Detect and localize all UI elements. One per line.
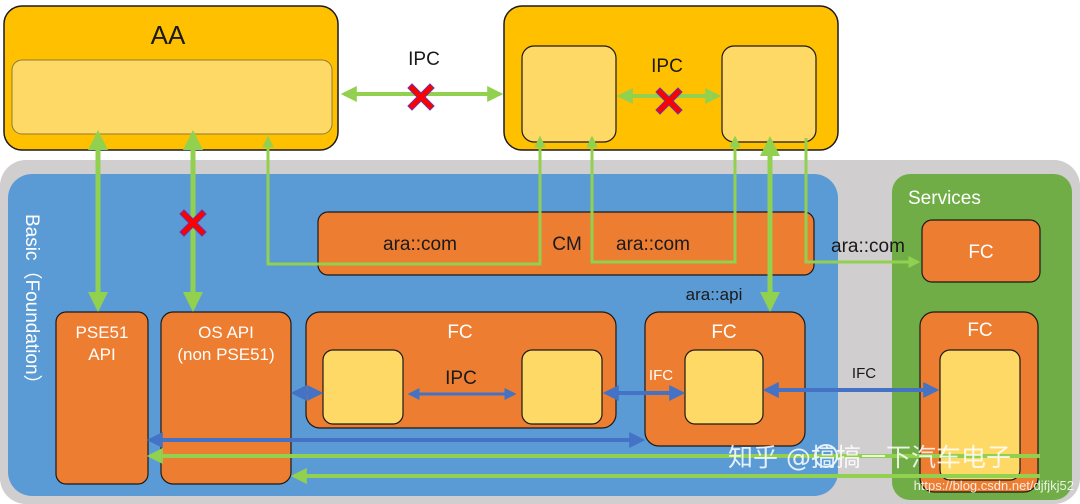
services-fc-top <box>921 219 1041 283</box>
services-label: Services <box>908 188 981 209</box>
os-api-label: OS API <box>198 323 254 342</box>
aa-process-box-right <box>721 45 817 143</box>
blocked-x-icon <box>655 87 683 115</box>
fc-process-left <box>322 349 404 425</box>
watermark-url: https://blog.csdn.net/djfjkj52 <box>914 478 1074 493</box>
fc-process-right <box>521 349 603 425</box>
services-fc-process <box>939 349 1021 481</box>
os-api-label-2: (non PSE51) <box>177 345 274 364</box>
ara-com-label-left: ara::com <box>383 234 457 255</box>
ara-api-label: ara::api <box>686 285 743 304</box>
fc-label-small: FC <box>711 322 736 343</box>
ipc-label-fc: IPC <box>445 368 477 389</box>
ipc-label-top: IPC <box>408 49 440 70</box>
ifc-label-right: IFC <box>852 365 876 382</box>
blocked-x-icon <box>179 209 207 237</box>
cm-label: CM <box>552 234 582 255</box>
services-fc-bottom-label: FC <box>967 320 992 341</box>
watermark: 知乎 @搞搞一下汽车电子 https://blog.csdn.net/djfjk… <box>728 443 1074 493</box>
ara-com-label-services: ara::com <box>831 236 905 257</box>
ifc-label-left: IFC <box>649 367 673 384</box>
aa-inner-box <box>11 59 333 135</box>
cm-bar <box>317 211 815 276</box>
process-to-services-fc-line <box>804 138 921 268</box>
zhihu-logo-icon <box>814 444 838 468</box>
process-to-services-line <box>586 135 741 264</box>
ipc-label-processes: IPC <box>651 56 683 77</box>
pse51-api-label: PSE51 <box>76 323 129 342</box>
aa-process-box-left <box>521 45 617 143</box>
aa-to-cm-line <box>262 135 546 266</box>
pse51-api-box <box>55 311 149 485</box>
pse51-api-label-2: API <box>88 345 115 364</box>
blocked-x-icon <box>407 83 435 111</box>
ara-com-label-right: ara::com <box>616 234 690 255</box>
watermark-main: 知乎 @搞搞一下汽车电子 <box>728 443 1011 472</box>
basic-foundation-label: Basic（Foundation） <box>21 214 43 394</box>
services-fc-top-label: FC <box>968 242 993 263</box>
fc-small-process <box>684 349 764 425</box>
aa-title: AA <box>151 20 186 50</box>
fc-label-main: FC <box>447 322 472 343</box>
